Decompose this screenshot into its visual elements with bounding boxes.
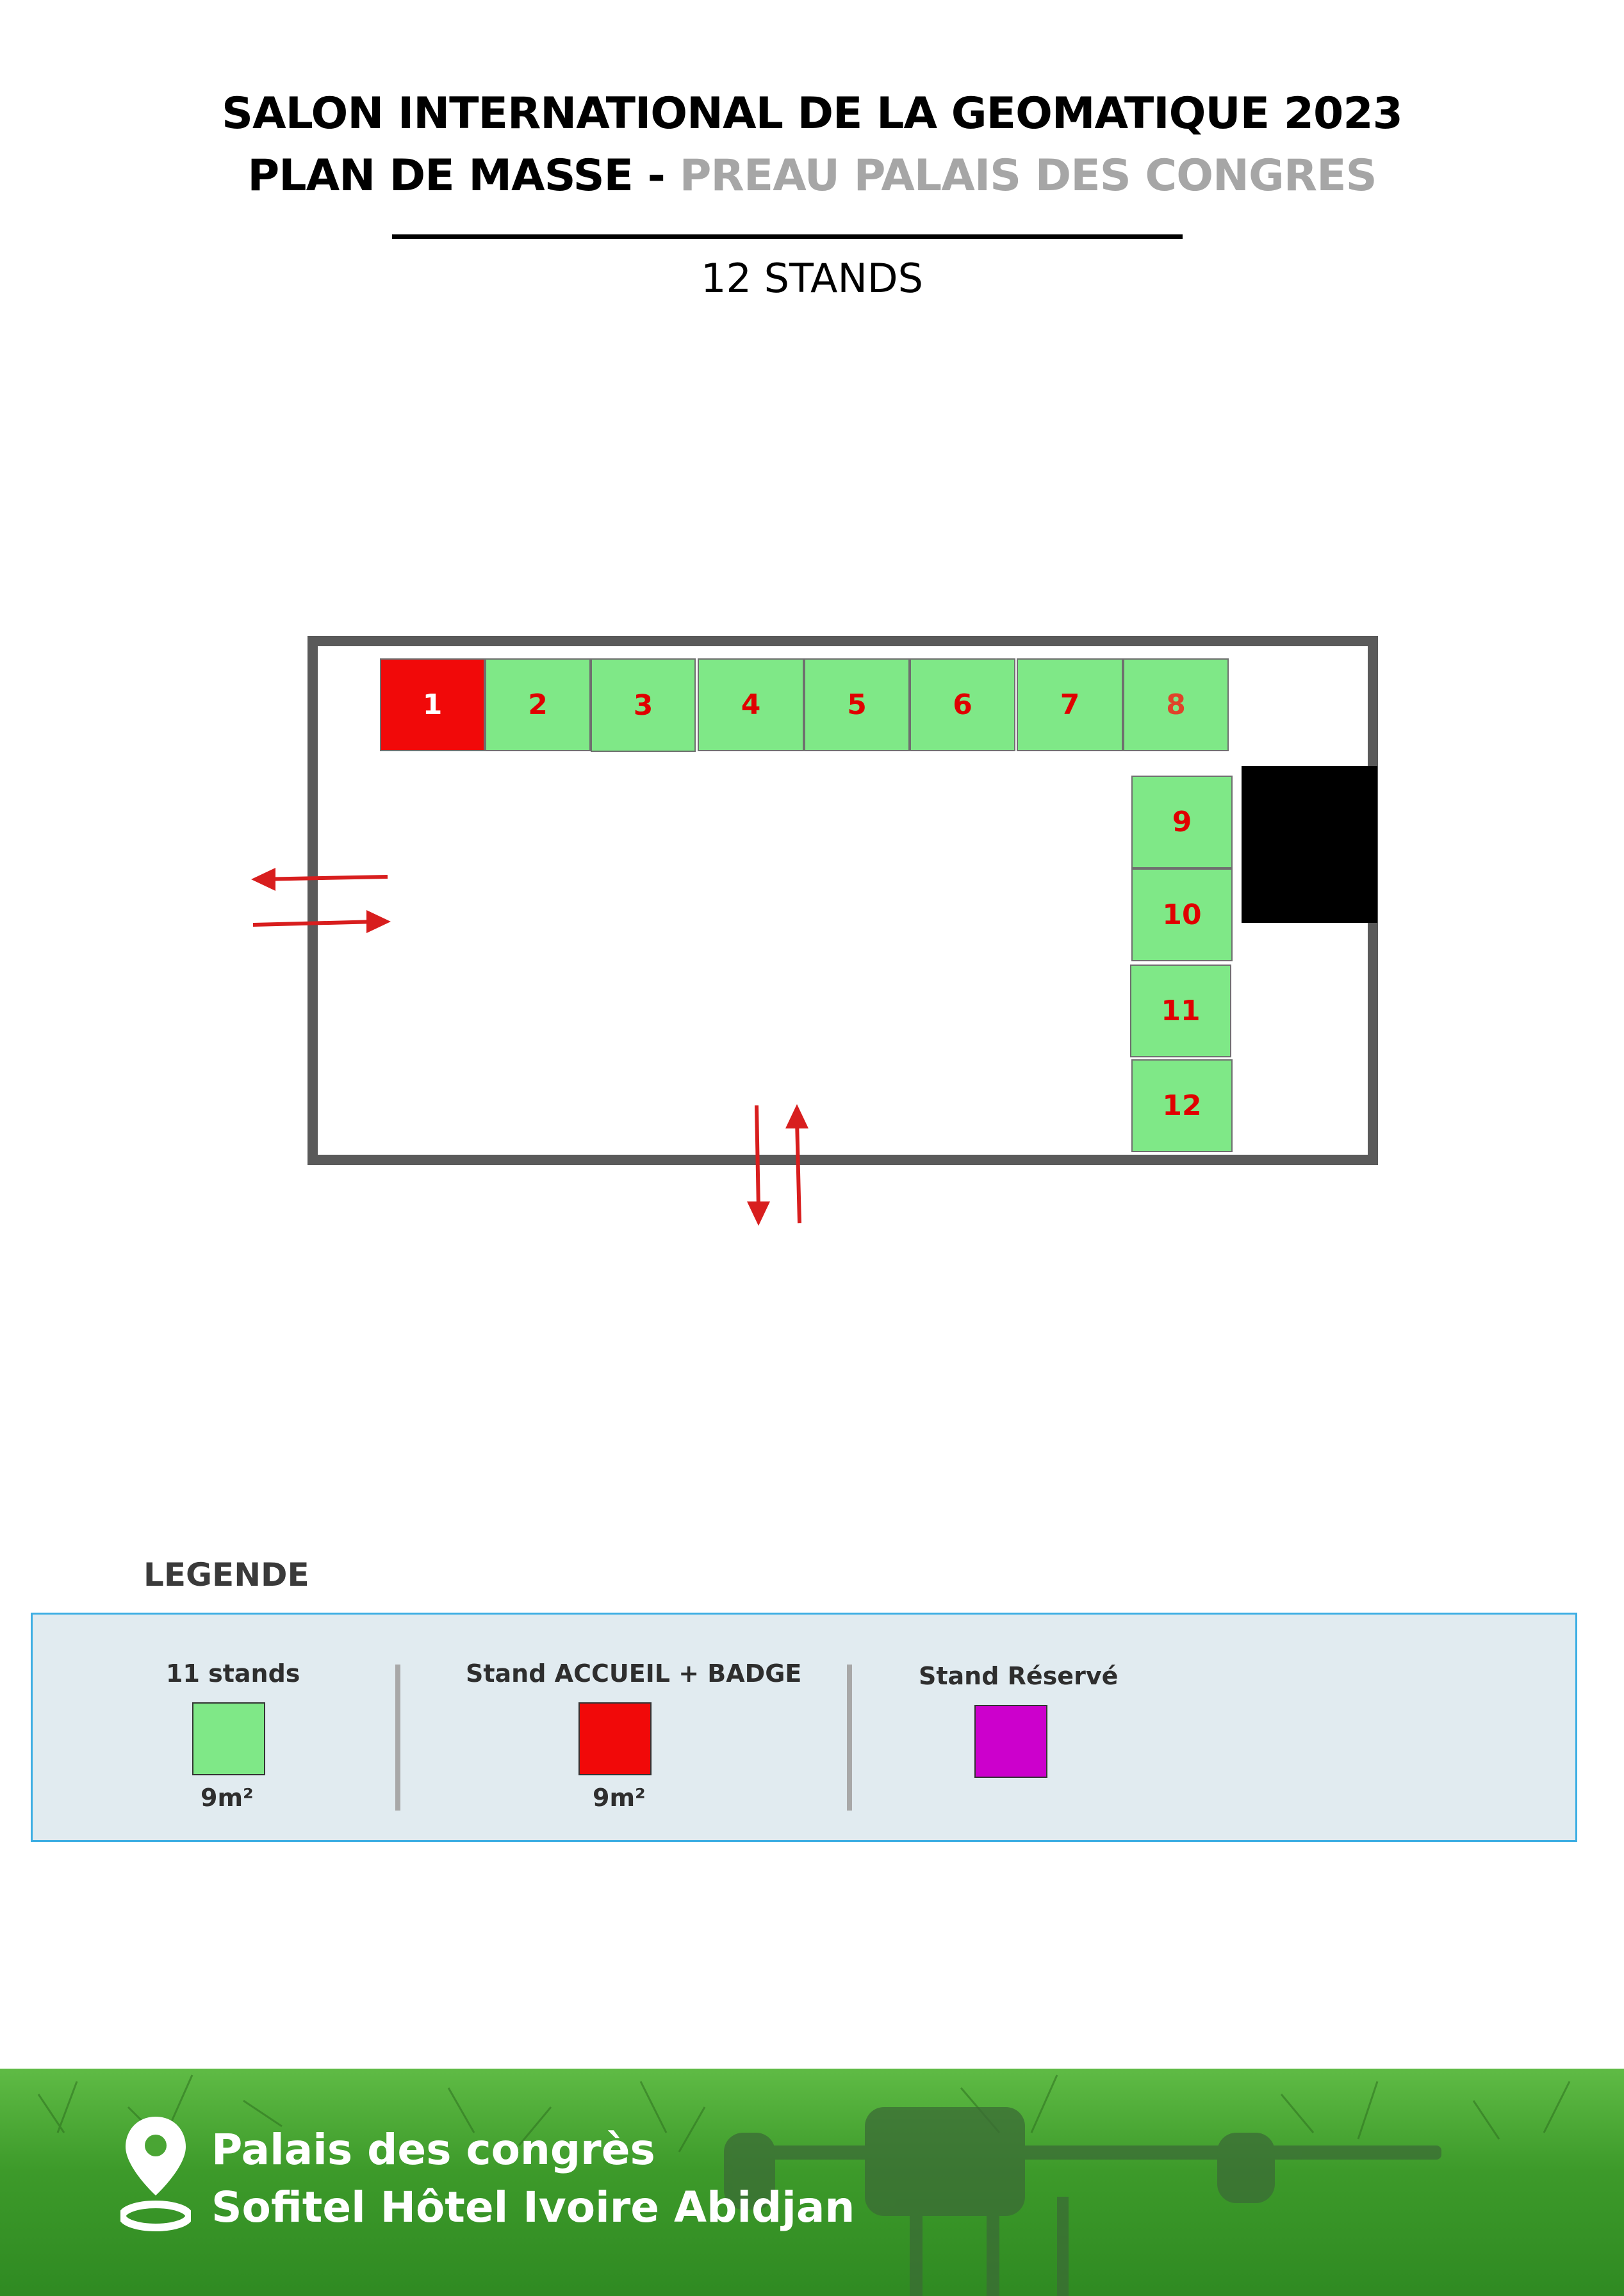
legend-swatch-reserve bbox=[974, 1705, 1047, 1778]
stand-count: 12 STANDS bbox=[701, 255, 923, 302]
stand-label: 10 bbox=[1162, 899, 1202, 931]
stand-label: 5 bbox=[847, 688, 867, 721]
stand-4[interactable]: 4 bbox=[698, 658, 804, 751]
stand-label: 4 bbox=[741, 688, 761, 721]
legend-title: LEGENDE bbox=[144, 1556, 309, 1593]
stand-2[interactable]: 2 bbox=[485, 658, 591, 751]
stand-9[interactable]: 9 bbox=[1131, 776, 1233, 868]
venue-name: Palais des congrès bbox=[211, 2125, 655, 2174]
stand-label: 7 bbox=[1060, 688, 1080, 721]
page-title: SALON INTERNATIONAL DE LA GEOMATIQUE 202… bbox=[222, 88, 1403, 139]
stand-8[interactable]: 8 bbox=[1123, 658, 1229, 751]
stand-1[interactable]: 1 bbox=[380, 658, 485, 751]
stand-label: 11 bbox=[1161, 995, 1201, 1027]
stand-7[interactable]: 7 bbox=[1017, 658, 1123, 751]
venue-hotel: Sofitel Hôtel Ivoire Abidjan bbox=[211, 2183, 855, 2232]
stand-label: 9 bbox=[1172, 806, 1192, 838]
legend-size-accueil: 9m² bbox=[593, 1784, 646, 1812]
legend-label-standard: 11 stands bbox=[166, 1659, 300, 1688]
page-subtitle: PLAN DE MASSE - PREAU PALAIS DES CONGRES bbox=[0, 145, 1624, 207]
stand-12[interactable]: 12 bbox=[1131, 1059, 1233, 1152]
legend-size-standard: 9m² bbox=[201, 1784, 254, 1812]
legend-label-accueil: Stand ACCUEIL + BADGE bbox=[466, 1659, 802, 1688]
stand-label: 1 bbox=[422, 688, 443, 721]
location-pin-icon bbox=[120, 2117, 191, 2231]
legend-separator bbox=[847, 1665, 852, 1811]
west-entrance-arrow-icon bbox=[252, 910, 391, 933]
stand-3[interactable]: 3 bbox=[591, 658, 696, 752]
stand-label: 8 bbox=[1166, 688, 1186, 721]
stage-block bbox=[1242, 766, 1377, 923]
subtitle-venue: PREAU PALAIS DES CONGRES bbox=[679, 151, 1377, 201]
stand-label: 12 bbox=[1162, 1089, 1202, 1122]
stand-11[interactable]: 11 bbox=[1130, 965, 1231, 1057]
subtitle-plan: PLAN DE MASSE - bbox=[247, 151, 680, 201]
legend-swatch-accueil bbox=[578, 1702, 652, 1775]
title-divider bbox=[392, 234, 1183, 239]
south-exit-arrow-icon bbox=[747, 1105, 770, 1226]
stand-label: 2 bbox=[528, 688, 548, 721]
stand-10[interactable]: 10 bbox=[1131, 868, 1233, 961]
south-entrance-arrow-icon bbox=[785, 1104, 808, 1224]
stand-label: 3 bbox=[633, 688, 653, 722]
legend-swatch-standard bbox=[192, 1702, 265, 1775]
legend-label-reserve: Stand Réservé bbox=[919, 1662, 1119, 1690]
stand-label: 6 bbox=[953, 688, 972, 721]
west-exit-arrow-icon bbox=[251, 868, 388, 891]
footer-banner: Palais des congrès Sofitel Hôtel Ivoire … bbox=[0, 2069, 1624, 2296]
legend-separator bbox=[395, 1665, 400, 1811]
stand-5[interactable]: 5 bbox=[804, 658, 910, 751]
legend-panel: 11 stands 9m² Stand ACCUEIL + BADGE 9m² … bbox=[31, 1613, 1577, 1842]
drone-background-image bbox=[37, 2074, 1571, 2296]
stand-6[interactable]: 6 bbox=[910, 658, 1015, 751]
